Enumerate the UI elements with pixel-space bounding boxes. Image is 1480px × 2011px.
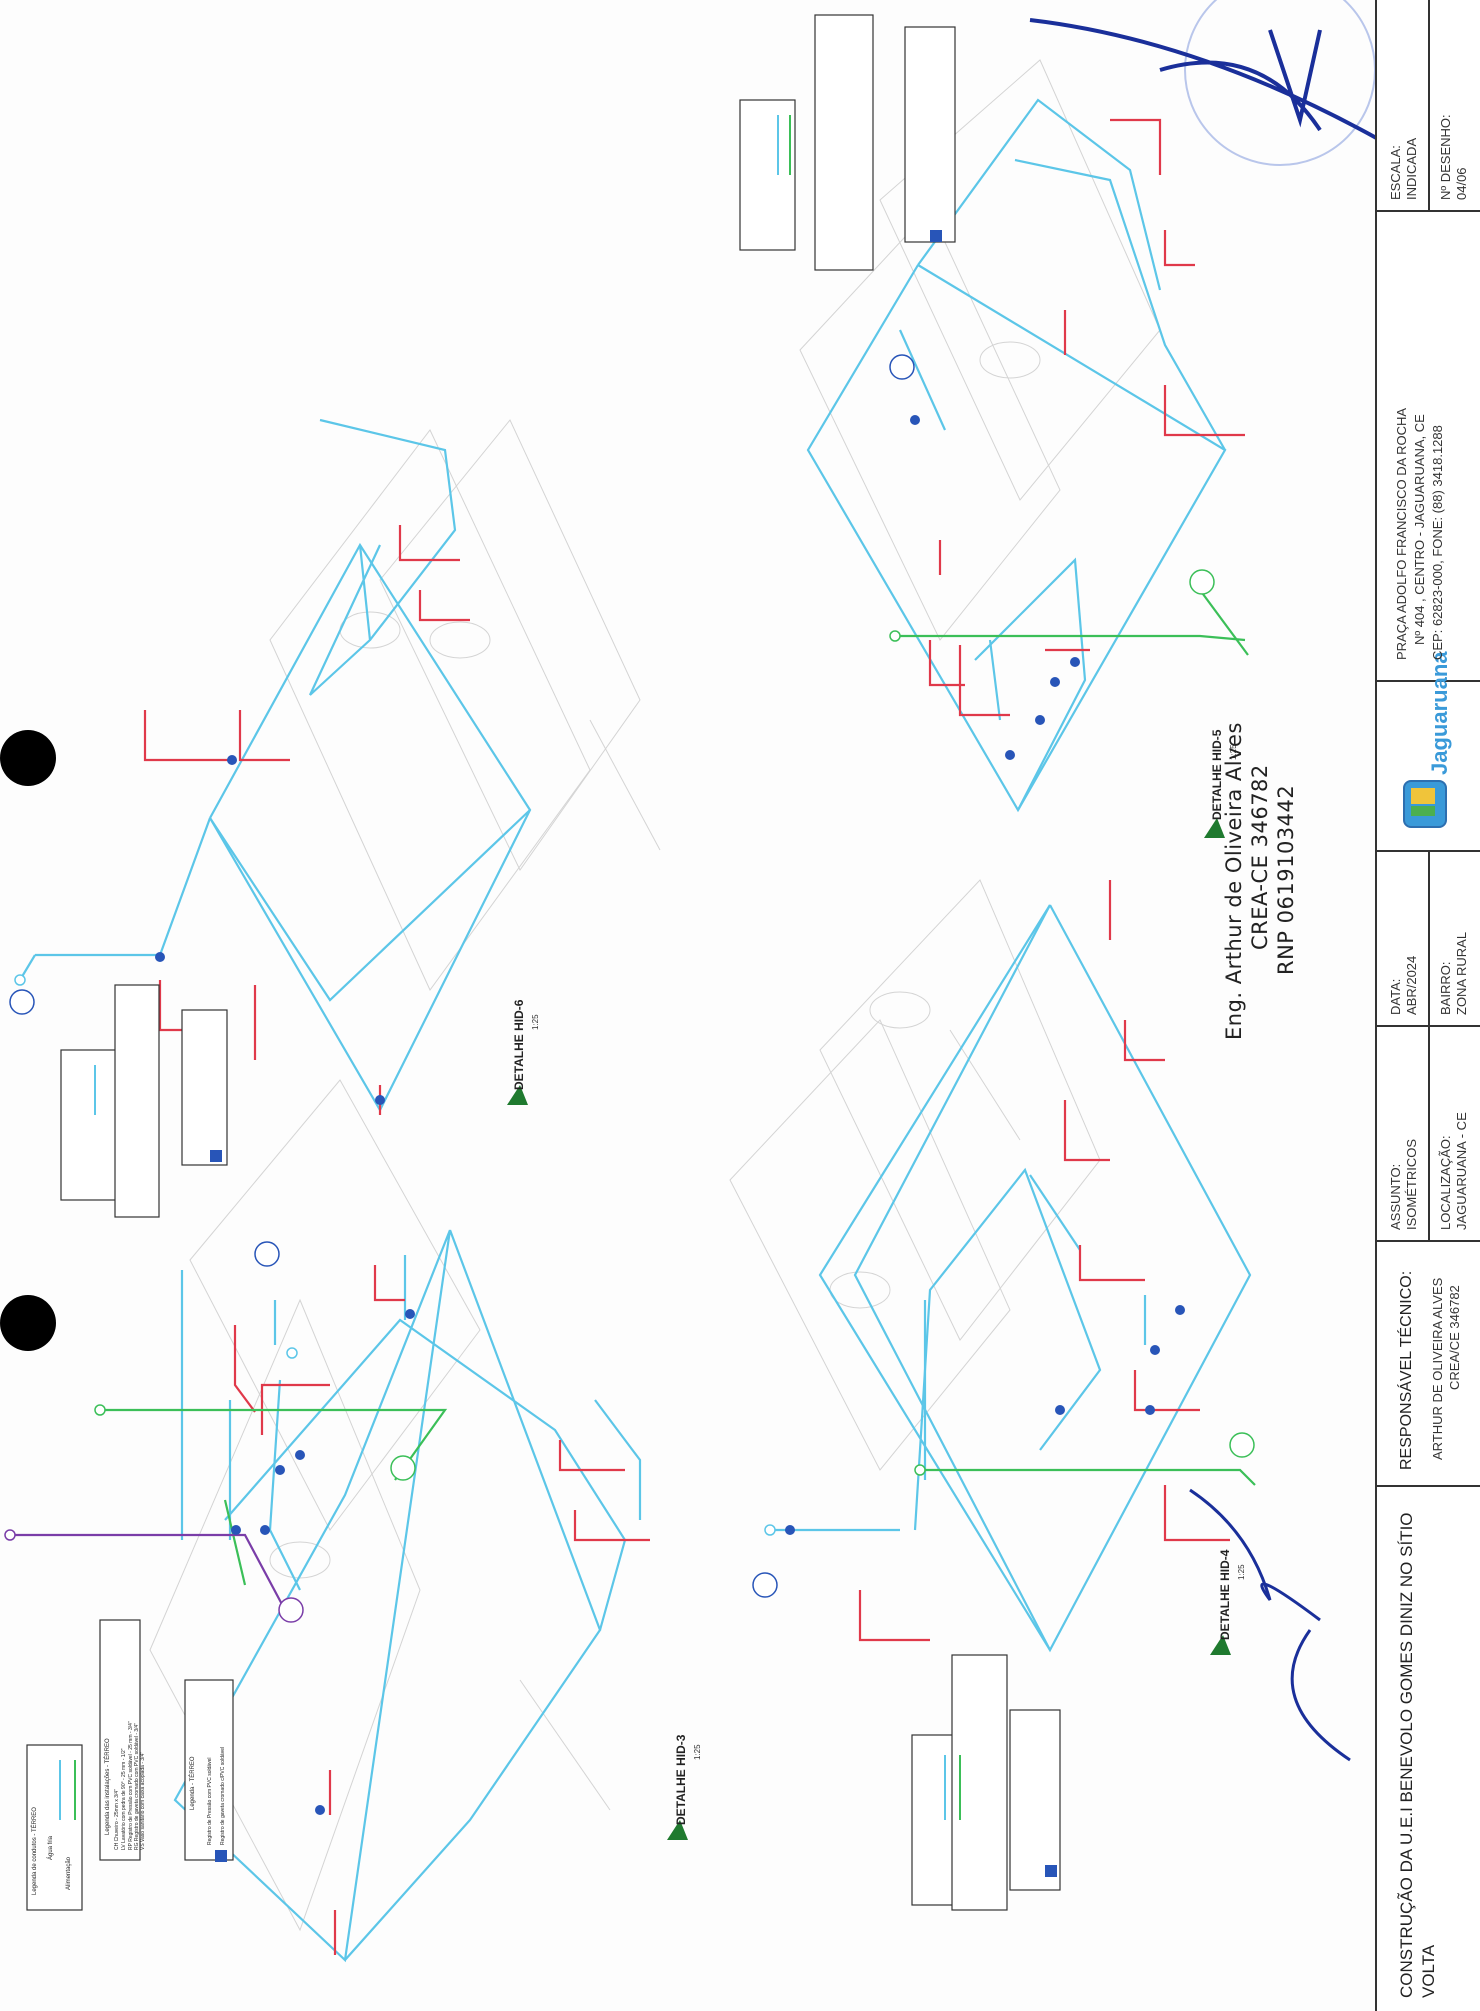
title-block-divider-2 <box>1375 1240 1480 1242</box>
hid-4-pipes <box>770 880 1256 1653</box>
hid-3-valves <box>231 1309 415 1815</box>
localizacao-label: LOCALIZAÇÃO: <box>1438 1135 1453 1230</box>
engineer-rnp: RNP 0619103442 <box>1274 784 1298 975</box>
localizacao-value: JAGUARUANA - CE <box>1454 1112 1469 1230</box>
desenho-label: Nº DESENHO: <box>1438 114 1453 200</box>
legend-fixture-vs: VS Vaso sanitário com caixa acoplada - 3… <box>140 1751 146 1850</box>
logo-emblem-inner <box>1411 788 1435 804</box>
project-title: CONSTRUÇÃO DA U.E.I BENEVOLO GOMES DINIZ… <box>1397 1512 1416 1998</box>
title-block <box>1375 0 1480 2011</box>
hid-3-pipes <box>10 1229 650 1963</box>
engineer-name: Eng. Arthur de Oliveira Alves <box>1222 722 1246 1040</box>
title-block-divider-mid-3 <box>1428 0 1430 210</box>
data-label: DATA: <box>1388 978 1403 1015</box>
project-title-line2: VOLTA <box>1419 1944 1438 1998</box>
legend-blocks <box>26 14 1061 1911</box>
legend-symbols-title: Legenda - TÉRREO <box>190 1756 196 1810</box>
detail-title-hid-4: DETALHE HID-4 <box>1218 1549 1232 1640</box>
legend-conduit-agua-fria: Água fria <box>48 1835 54 1860</box>
address-line2: Nº 404 , CENTRO - JAGUARUANA, CE <box>1412 414 1427 645</box>
logo-text: Jaguaruana <box>1427 651 1452 776</box>
legend-fixture-ch: CH Chuveiro - 25mm x 3/4" <box>114 1789 120 1850</box>
hid-3-markers <box>4 1241 416 1623</box>
responsavel-label: RESPONSÁVEL TÉCNICO: <box>1398 1270 1415 1470</box>
title-block-divider-5 <box>1375 680 1480 682</box>
title-block-divider-4 <box>1375 850 1480 852</box>
detail-scale-hid-3: 1:25 <box>693 1744 702 1760</box>
title-block-divider-3 <box>1375 1025 1480 1027</box>
title-block-divider-6 <box>1375 210 1480 212</box>
escala-value: INDICADA <box>1404 137 1419 200</box>
engineer-crea: CREA-CE 346782 <box>1248 764 1272 950</box>
binder-hole-bottom <box>0 1295 56 1351</box>
title-block-divider-mid-2 <box>1428 850 1430 1025</box>
jaguaruana-logo: Jaguaruana <box>1395 652 1465 830</box>
hid-4-valves <box>785 1305 1185 1535</box>
hid-5-pipes <box>806 98 1249 813</box>
hid-6-valves <box>155 755 385 1105</box>
hid-6-markers <box>9 974 35 1015</box>
hid-5-valves <box>910 415 1080 760</box>
legend-swatches <box>59 115 961 1820</box>
architecture-outline <box>149 59 1161 1932</box>
bairro-label: BAIRRO: <box>1438 961 1453 1015</box>
legend-conduit-alimentacao: Alimentação <box>66 1856 72 1890</box>
legend-fixture-lv: LV Lavatório com pedra de 90° - 25 mm - … <box>121 1748 127 1850</box>
legend-symbol-rg: Registro de gaveta cromado c/PVC soldáve… <box>220 1746 226 1845</box>
hid-5-markers <box>889 354 1215 642</box>
responsavel-name: ARTHUR DE OLIVEIRA ALVES <box>1430 1277 1445 1460</box>
detail-arrows <box>507 818 1231 1840</box>
escala-label: ESCALA: <box>1388 145 1403 200</box>
title-block-divider-1 <box>1375 1485 1480 1487</box>
logo-emblem-base <box>1411 806 1435 816</box>
hid-6-pipes <box>19 418 532 1115</box>
legend-symbol-rp: Registro de Pressão com PVC soldável <box>207 1757 213 1845</box>
title-block-divider-mid-1 <box>1428 1025 1430 1240</box>
address-line3: CEP: 62823-000, FONE: (88) 3418.1288 <box>1430 425 1445 660</box>
detail-scale-hid-4: 1:25 <box>1237 1564 1246 1580</box>
legend-symbols <box>210 230 1057 1877</box>
stamp-and-signature <box>1029 0 1381 1762</box>
detail-title-hid-6: DETALHE HID-6 <box>512 999 526 1090</box>
assunto-label: ASSUNTO: <box>1388 1163 1403 1230</box>
desenho-value: 04/06 <box>1454 167 1469 200</box>
assunto-value: ISOMÉTRICOS <box>1404 1138 1419 1230</box>
isometric-drawings <box>4 0 1381 1963</box>
detail-title-hid-3: DETALHE HID-3 <box>674 1734 688 1825</box>
hid-4-markers <box>752 1432 1255 1598</box>
legend-conduits-title: Legenda de condutos - TÉRREO <box>32 1807 38 1895</box>
address-line1: PRAÇA ADOLFO FRANCISCO DA ROCHA <box>1394 407 1409 660</box>
data-value: ABR/2024 <box>1404 955 1419 1015</box>
bairro-value: ZONA RURAL <box>1454 931 1469 1015</box>
binder-hole-top <box>0 730 56 786</box>
detail-scale-hid-6: 1:25 <box>531 1014 540 1030</box>
responsavel-crea: CREA/CE 346782 <box>1447 1285 1462 1390</box>
legend-fixtures-title: Legenda das instalações - TÉRREO <box>105 1738 111 1835</box>
